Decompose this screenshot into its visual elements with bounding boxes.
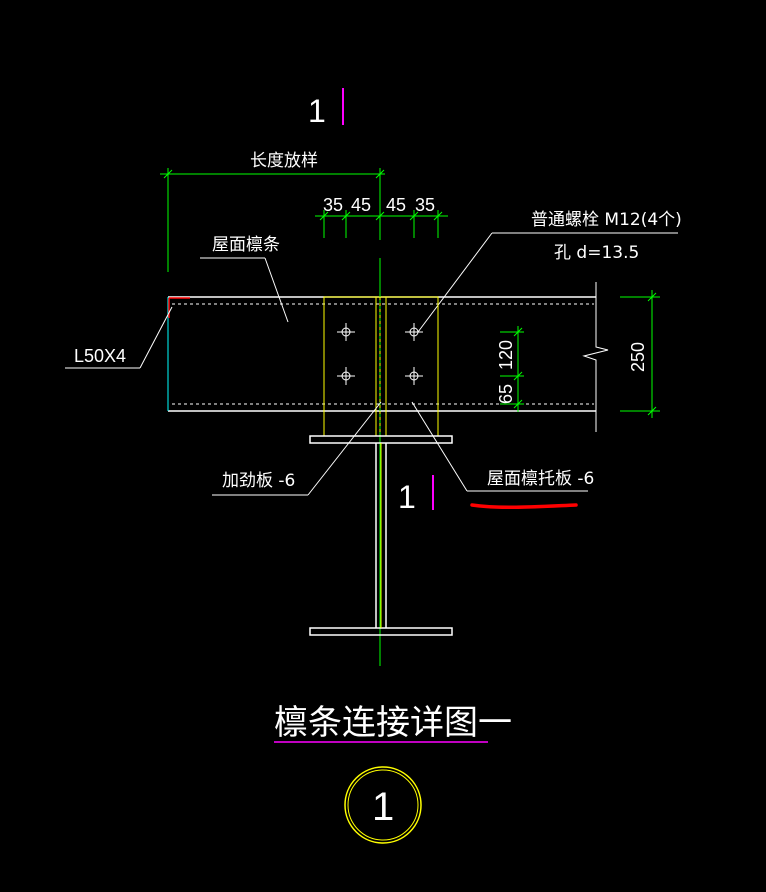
bolt-1 [337, 323, 355, 341]
dim-120: 120 [496, 340, 516, 370]
hole-label: 孔 d=13.5 [554, 243, 639, 263]
detail-circle [344, 766, 422, 844]
support-plate [323, 296, 439, 437]
dim-top-4: 35 [415, 195, 435, 215]
top-dimension-chain [315, 210, 448, 238]
height-dimension [620, 290, 660, 418]
bolt-4 [405, 367, 423, 385]
section-mark-lower: 1 [398, 479, 416, 515]
support-plate-label: 屋面檩托板 -6 [487, 469, 594, 489]
dim-65: 65 [496, 384, 516, 404]
right-dims-inner [500, 326, 524, 412]
bolt-label: 普通螺栓 M12(4个) [531, 210, 682, 230]
dim-top-2: 45 [351, 195, 371, 215]
highlight-underline [470, 503, 578, 510]
purlin-leader [200, 257, 289, 323]
purlin-beam [167, 296, 596, 412]
dim-top-1: 35 [323, 195, 343, 215]
detail-number: 1 [372, 785, 394, 829]
stiffener-label: 加劲板 -6 [222, 471, 295, 491]
bolt-3 [337, 367, 355, 385]
angle-label: L50X4 [74, 346, 126, 366]
bolt-leader [417, 232, 678, 333]
support-plate-leader [411, 401, 588, 492]
dim-top-3: 45 [386, 195, 406, 215]
height-dim-text: 250 [628, 342, 648, 372]
section-mark-top: 1 [308, 93, 326, 129]
h-section [309, 435, 453, 636]
length-label: 长度放样 [250, 151, 318, 171]
drawing-title: 檩条连接详图一 [274, 703, 512, 743]
angle-leader [65, 306, 173, 369]
purlin-label: 屋面檩条 [212, 235, 280, 255]
bolt-group [337, 323, 423, 385]
break-line [582, 282, 609, 432]
detail-circle-inner [347, 769, 419, 841]
stiffener-leader [212, 401, 382, 496]
length-dimension [160, 168, 385, 272]
bolt-2 [405, 323, 423, 341]
